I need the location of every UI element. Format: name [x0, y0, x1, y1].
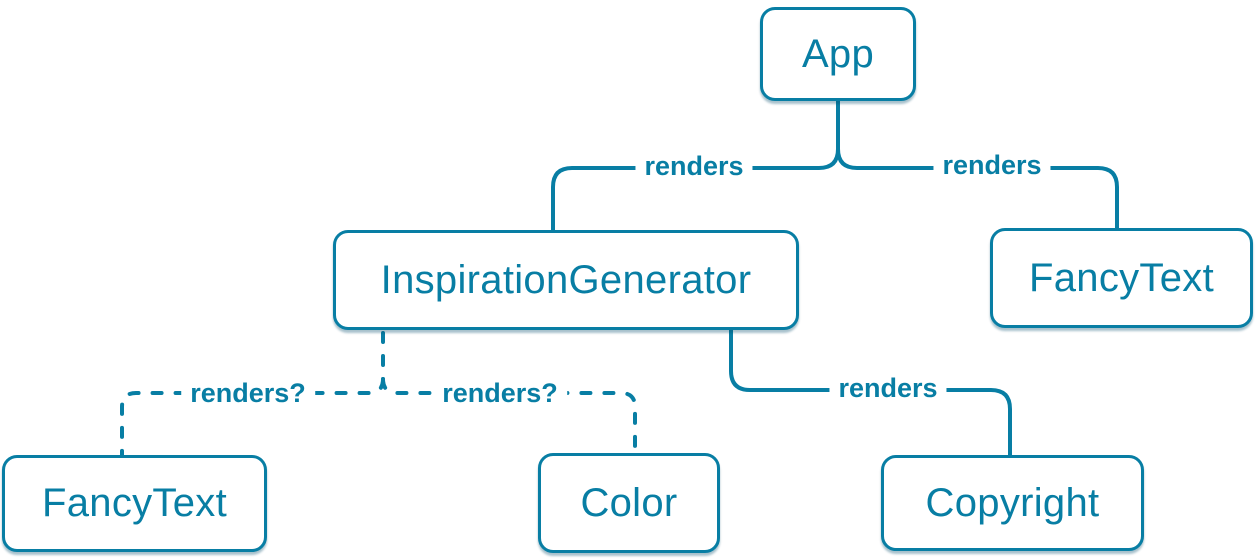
node-color: Color: [538, 453, 720, 553]
node-label: App: [801, 31, 875, 76]
node-copyright: Copyright: [881, 455, 1144, 551]
edge-label-inspirationgenerator-to-fancytext: renders?: [181, 377, 315, 409]
edge-inspirationgenerator-to-color-dashed-line: [381, 377, 637, 455]
node-label: FancyText: [1029, 255, 1214, 300]
edge-label-inspirationgenerator-to-color: renders?: [433, 377, 567, 409]
node-label: InspirationGenerator: [380, 257, 752, 302]
edge-label-inspirationgenerator-to-copyright: renders: [829, 372, 947, 404]
node-fancytext-bottom: FancyText: [2, 455, 267, 552]
node-fancytext-top: FancyText: [990, 228, 1253, 328]
edge-label-app-to-fancytext: renders: [933, 149, 1051, 181]
node-label: FancyText: [42, 481, 227, 525]
node-inspirationgenerator: InspirationGenerator: [333, 230, 799, 330]
edge-label-app-to-inspirationgenerator: renders: [635, 150, 753, 182]
node-app: App: [760, 7, 916, 101]
node-label: Copyright: [925, 480, 1100, 525]
node-label: Color: [580, 480, 678, 525]
